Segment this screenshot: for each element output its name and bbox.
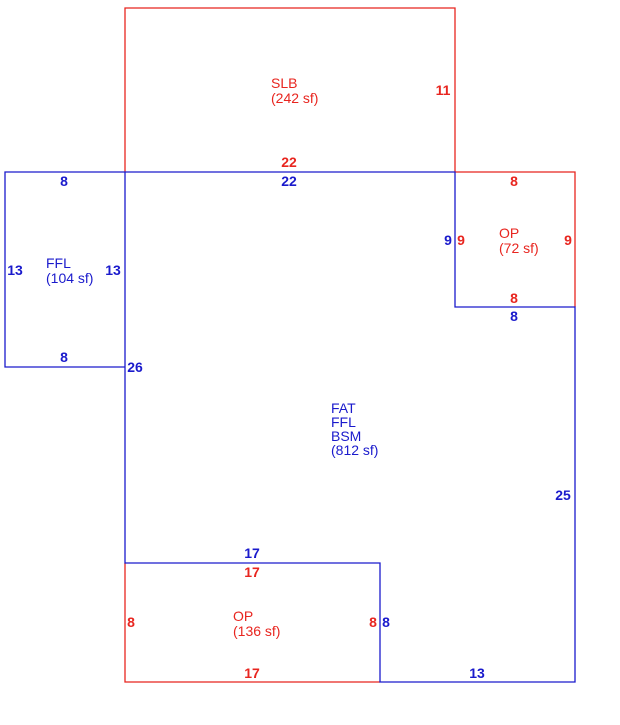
slb-name: SLB [271, 75, 297, 91]
dim-op-top-left-red: 9 [457, 232, 465, 248]
dim-op-bottom-right-blue: 8 [382, 614, 390, 630]
dim-op-bottom-bottom: 17 [244, 665, 260, 681]
main-name-line-3: BSM [331, 428, 361, 444]
dim-op-bottom-left: 8 [127, 614, 135, 630]
dim-op-top-right: 9 [564, 232, 572, 248]
dim-op-bottom-top-blue: 17 [244, 545, 260, 561]
dim-ffl-right-side: 13 [105, 262, 121, 278]
op-bottom-area: (136 sf) [233, 623, 280, 639]
blue-dimensions: 22 8 13 13 8 26 9 8 25 17 8 13 [7, 173, 571, 681]
op-bottom-area-label: OP (136 sf) [233, 608, 280, 639]
main-name-line-2: FFL [331, 414, 356, 430]
dim-main-bottom-right: 13 [469, 665, 485, 681]
slb-outline [124, 7, 456, 172]
dim-ffl-left-side: 13 [7, 262, 23, 278]
dim-op-top-top: 8 [510, 173, 518, 189]
dim-op-bottom-right-red: 8 [369, 614, 377, 630]
op-top-area: (72 sf) [499, 240, 539, 256]
dim-op-top-bottom-blue: 8 [510, 308, 518, 324]
main-area: (812 sf) [331, 442, 378, 458]
main-area-outline [124, 171, 576, 683]
dim-slb-right-side: 11 [436, 82, 451, 98]
dim-op-bottom-top-red: 17 [244, 564, 260, 580]
op-top-area-label: OP (72 sf) [499, 225, 539, 256]
ffl-left-name: FFL [46, 255, 71, 271]
dim-main-right-side: 25 [555, 487, 571, 503]
dim-op-top-left-blue: 9 [444, 232, 452, 248]
op-top-name: OP [499, 225, 519, 241]
dim-ffl-bottom: 8 [60, 349, 68, 365]
dim-main-top: 22 [281, 173, 297, 189]
slb-area: (242 sf) [271, 90, 318, 106]
ffl-left-area: (104 sf) [46, 270, 93, 286]
ffl-left-outline [4, 171, 125, 368]
op-top-outline [455, 171, 576, 307]
dim-op-top-bottom-red: 8 [510, 290, 518, 306]
op-bottom-outline [124, 563, 380, 683]
dim-slb-top-width: 22 [281, 154, 297, 170]
dim-ffl-top: 8 [60, 173, 68, 189]
ffl-left-area-label: FFL (104 sf) [46, 255, 93, 286]
main-name-line-1: FAT [331, 400, 356, 416]
slb-area-label: SLB (242 sf) [271, 75, 318, 106]
red-dimensions: 22 11 8 9 9 8 17 8 8 17 [127, 82, 572, 681]
dim-main-left-side: 26 [127, 359, 143, 375]
op-bottom-name: OP [233, 608, 253, 624]
main-area-label: FAT FFL BSM (812 sf) [331, 400, 378, 458]
